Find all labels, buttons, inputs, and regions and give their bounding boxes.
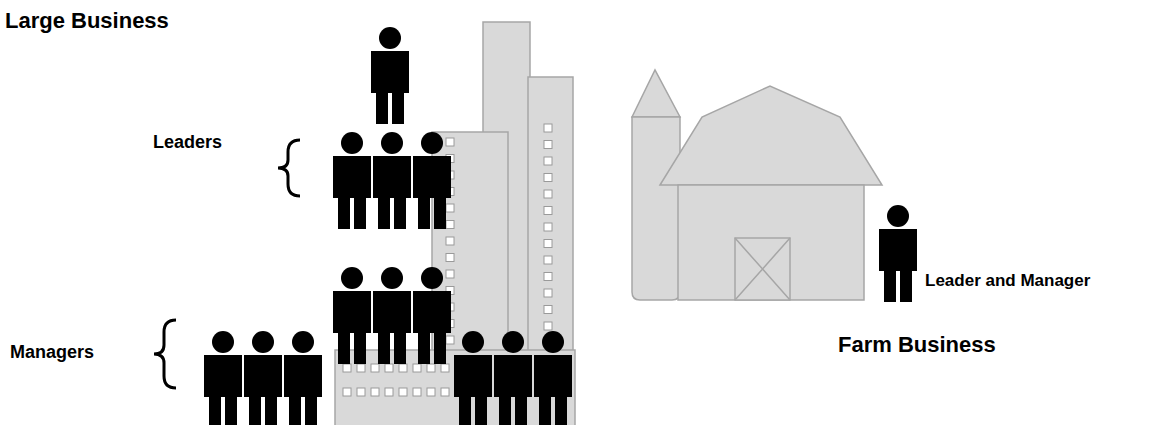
people-figures: [204, 27, 917, 425]
farm-barn: [632, 70, 882, 300]
grouping-braces: [154, 140, 300, 388]
group-label: Leaders: [153, 132, 222, 153]
section-heading: Farm Business: [838, 332, 996, 358]
group-label: Managers: [10, 342, 94, 363]
office-buildings: [335, 22, 575, 425]
section-heading: Large Business: [5, 8, 169, 34]
role-label: Leader and Manager: [925, 271, 1090, 291]
